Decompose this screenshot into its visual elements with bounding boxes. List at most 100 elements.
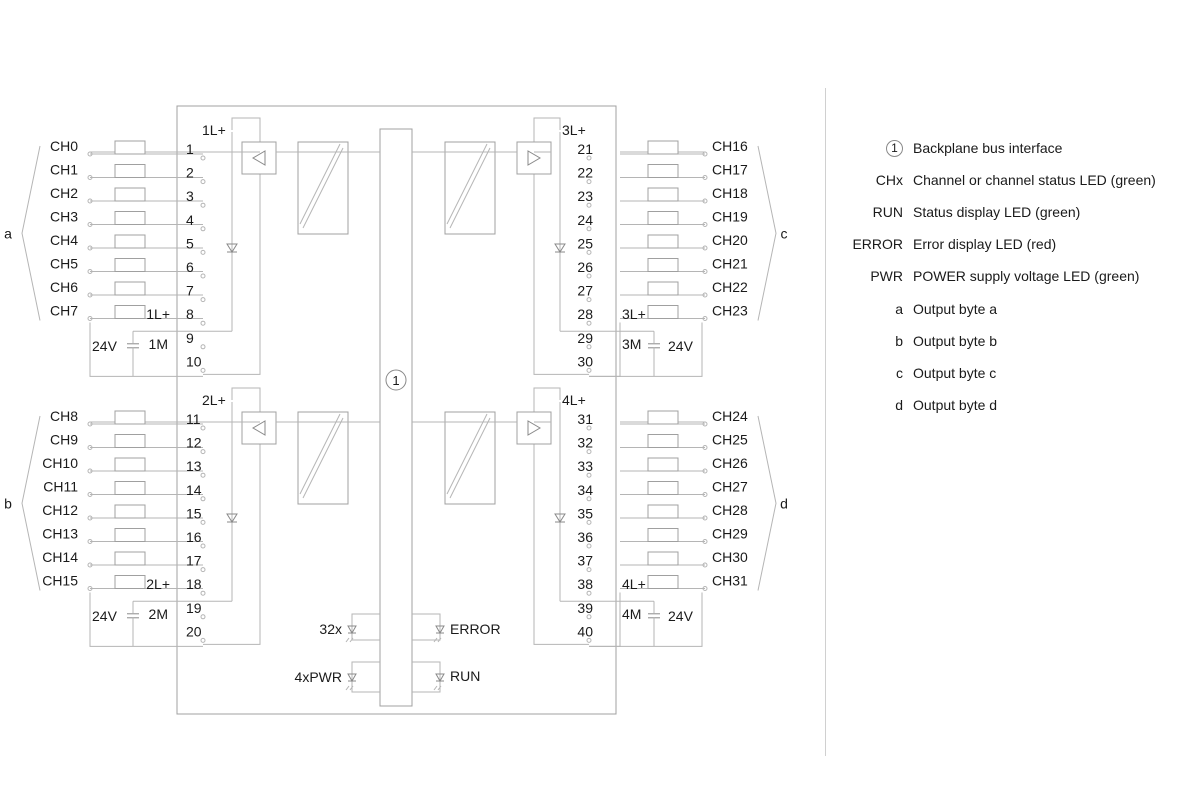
channel-label: CH14 bbox=[42, 549, 78, 565]
terminal-number: 14 bbox=[186, 482, 202, 498]
supply-label: 2L+ bbox=[202, 392, 226, 408]
terminal-number: 1 bbox=[186, 141, 194, 157]
channel-label: CH31 bbox=[712, 573, 748, 589]
channel-resistor bbox=[114, 504, 146, 519]
minus-label: 1M bbox=[149, 336, 168, 352]
channel-resistor bbox=[114, 305, 146, 319]
channel-label: CH20 bbox=[712, 232, 748, 248]
wiring-diagram: 1 1L+CH0CH1CH2CH3CH4CH5CH6CH712345678910… bbox=[4, 105, 788, 715]
led-error-icon bbox=[433, 625, 445, 643]
supply-label: 4L+ bbox=[562, 392, 586, 408]
terminal-number: 11 bbox=[186, 411, 201, 427]
terminal-number: 6 bbox=[186, 259, 194, 275]
terminal-number: 18 bbox=[186, 576, 202, 592]
legend-text: Status display LED (green) bbox=[913, 204, 1081, 221]
channel-resistor bbox=[647, 281, 679, 296]
channel-label: CH7 bbox=[50, 303, 78, 319]
channel-label: CH13 bbox=[42, 526, 78, 542]
channel-label: CH15 bbox=[42, 573, 78, 589]
driver-triangle bbox=[252, 150, 266, 166]
terminal-number: 37 bbox=[577, 553, 593, 569]
terminal-number: 34 bbox=[577, 482, 593, 498]
plus-label: 3L+ bbox=[622, 306, 646, 322]
terminal-number: 8 bbox=[186, 306, 194, 322]
driver-triangle bbox=[527, 420, 541, 436]
plus-label: 2L+ bbox=[146, 576, 170, 592]
driver-box bbox=[516, 411, 552, 445]
channel-resistor bbox=[114, 258, 146, 272]
channel-resistor bbox=[647, 140, 679, 155]
channel-label: CH12 bbox=[42, 502, 78, 518]
channel-resistor bbox=[647, 551, 679, 566]
legend-text: Channel or channel status LED (green) bbox=[913, 172, 1156, 189]
legend-text: POWER supply voltage LED (green) bbox=[913, 268, 1140, 285]
channel-resistor bbox=[647, 234, 679, 249]
channel-resistor bbox=[114, 575, 146, 589]
channel-resistor bbox=[114, 164, 146, 178]
channel-resistor bbox=[114, 481, 146, 495]
legend-key: d bbox=[895, 396, 903, 413]
driver-triangle bbox=[527, 150, 541, 166]
minus-label: 2M bbox=[149, 606, 168, 622]
channel-label: CH17 bbox=[712, 162, 748, 178]
legend-text: Output byte d bbox=[913, 396, 998, 413]
terminal-number: 20 bbox=[186, 623, 202, 639]
output-group-a: 1L+CH0CH1CH2CH3CH4CH5CH6CH7123456789101L… bbox=[4, 117, 380, 377]
terminal-number: 7 bbox=[186, 283, 194, 299]
voltage-label: 24V bbox=[92, 338, 118, 354]
terminal-number: 26 bbox=[577, 259, 593, 275]
terminal-number: 33 bbox=[577, 458, 593, 474]
channel-resistor bbox=[114, 434, 146, 448]
supply-label: 3L+ bbox=[562, 122, 586, 138]
terminal-number: 32 bbox=[577, 435, 593, 451]
channel-label: CH11 bbox=[43, 479, 78, 495]
diode-icon bbox=[554, 513, 566, 523]
terminal-number: 10 bbox=[186, 353, 202, 369]
channel-resistor bbox=[647, 481, 679, 495]
minus-label: 3M bbox=[622, 336, 641, 352]
channel-resistor bbox=[647, 410, 679, 425]
channel-resistor bbox=[114, 410, 146, 425]
channel-label: CH29 bbox=[712, 526, 748, 542]
driver-box bbox=[241, 411, 277, 445]
legend-key: CHx bbox=[875, 172, 903, 189]
channel-label: CH30 bbox=[712, 549, 748, 565]
terminal-number: 21 bbox=[577, 141, 593, 157]
terminal-number: 2 bbox=[186, 165, 194, 181]
legend-key: 1 bbox=[850, 139, 913, 157]
channel-label: CH24 bbox=[712, 408, 748, 424]
terminal-number: 16 bbox=[186, 529, 202, 545]
channel-label: CH10 bbox=[42, 455, 78, 471]
channel-label: CH25 bbox=[712, 432, 748, 448]
terminal-number: 35 bbox=[577, 505, 593, 521]
terminal-number: 24 bbox=[577, 212, 593, 228]
legend-key: b bbox=[895, 332, 903, 349]
channel-resistor bbox=[647, 504, 679, 519]
terminal-number: 15 bbox=[186, 505, 202, 521]
legend-row: d Output byte d bbox=[850, 389, 1195, 421]
channel-label: CH19 bbox=[712, 209, 748, 225]
led-run-label: RUN bbox=[450, 668, 480, 684]
legend-text: Output byte a bbox=[913, 300, 998, 317]
channel-label: CH18 bbox=[712, 185, 748, 201]
voltage-label: 24V bbox=[92, 608, 118, 624]
bus-marker: 1 bbox=[392, 373, 399, 388]
terminal-number: 27 bbox=[577, 283, 593, 299]
terminal-number: 30 bbox=[577, 353, 593, 369]
diode-icon bbox=[554, 243, 566, 253]
led-error-label: ERROR bbox=[450, 621, 501, 637]
channel-label: CH22 bbox=[712, 279, 748, 295]
legend-key: c bbox=[896, 364, 903, 381]
terminal-number: 5 bbox=[186, 235, 194, 251]
terminal-number: 9 bbox=[186, 330, 194, 346]
driver-triangle bbox=[252, 420, 266, 436]
terminal-number: 3 bbox=[186, 188, 194, 204]
output-byte-label: b bbox=[4, 495, 12, 511]
backplane-bus bbox=[379, 128, 413, 707]
terminal-number: 29 bbox=[577, 330, 593, 346]
legend-text: Error display LED (red) bbox=[913, 236, 1057, 253]
